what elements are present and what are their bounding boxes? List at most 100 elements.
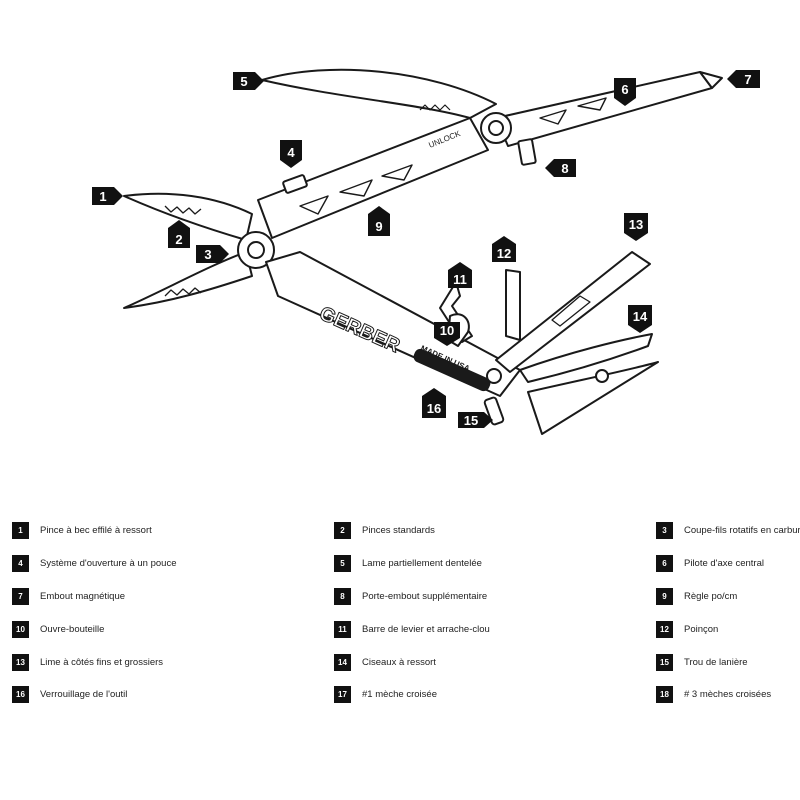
legend-item: 15 Trou de lanière	[656, 653, 748, 671]
legend-number: 17	[334, 685, 351, 703]
legend-item: 13 Lime à côtés fins et grossiers	[12, 653, 164, 671]
legend-number: 1	[12, 521, 29, 539]
callout-5-tag	[233, 72, 264, 90]
callout-10-tag	[434, 322, 460, 346]
magnetic-bit	[699, 71, 723, 89]
legend-label: Ciseaux à ressort	[362, 656, 436, 668]
blade-serration-icon	[419, 104, 451, 111]
awl-tool	[505, 269, 521, 341]
legend-number: 18	[656, 685, 673, 703]
legend-label: Lime à côtés fins et grossiers	[40, 656, 164, 668]
legend-item: 2 Pinces standards	[334, 521, 435, 539]
legend-number: 8	[334, 587, 351, 605]
legend-item: 6 Pilote d'axe central	[656, 554, 764, 572]
legend-label: Barre de levier et arrache-clou	[362, 623, 490, 635]
legend-item: 5 Lame partiellement dentelée	[334, 554, 482, 572]
legend-item: 14 Ciseaux à ressort	[334, 653, 436, 671]
legend-label: Verrouillage de l'outil	[40, 688, 128, 700]
legend-label: Lame partiellement dentelée	[362, 557, 482, 569]
legend-item: 7 Embout magnétique	[12, 587, 125, 605]
legend-item: 3 Coupe-fils rotatifs en carbure	[656, 521, 800, 539]
callout-14-number: 14	[633, 309, 648, 324]
callout-13-number: 13	[629, 217, 643, 232]
legend-label: Poinçon	[684, 623, 719, 635]
callout-16-tag	[422, 388, 446, 418]
callout-15-number: 15	[464, 413, 478, 428]
callout-7-tag	[727, 70, 760, 88]
callouts	[92, 70, 760, 428]
callout-9-tag	[368, 206, 390, 236]
callout-11-number: 11	[453, 272, 467, 287]
callout-14-tag	[628, 305, 652, 333]
legend-number: 4	[12, 554, 29, 572]
legend-item: 18 # 3 mèches croisées	[656, 685, 772, 703]
callout-4-number: 4	[287, 145, 295, 160]
legend-item: 11 Barre de levier et arrache-clou	[334, 620, 490, 638]
file-slot	[551, 295, 591, 327]
legend-item: 17 #1 mèche croisée	[334, 685, 437, 703]
legend-label: Coupe-fils rotatifs en carbure	[684, 524, 800, 536]
legend-number: 15	[656, 653, 673, 671]
legend-label: Règle po/cm	[684, 590, 738, 602]
legend-item: 9 Règle po/cm	[656, 587, 738, 605]
callout-1-number: 1	[99, 189, 106, 204]
legend-label: Pilote d'axe central	[684, 557, 764, 569]
callout-10-number: 10	[440, 323, 454, 338]
thumb-opener	[282, 174, 308, 194]
lanyard-hole	[486, 368, 502, 384]
legend-item: 16 Verrouillage de l'outil	[12, 685, 128, 703]
legend-item: 4 Système d'ouverture à un pouce	[12, 554, 177, 572]
legend-number: 12	[656, 620, 673, 638]
legend-number: 6	[656, 554, 673, 572]
callout-8-number: 8	[561, 161, 568, 176]
legend-label: Système d'ouverture à un pouce	[40, 557, 177, 569]
legend-item: 10 Ouvre-bouteille	[12, 620, 105, 638]
legend-number: 14	[334, 653, 351, 671]
callout-9-number: 9	[375, 219, 382, 234]
callout-2-number: 2	[175, 232, 182, 247]
callout-3-tag	[196, 245, 229, 263]
bit-driver-windows	[539, 97, 607, 125]
callout-5-number: 5	[240, 74, 247, 89]
callout-11-tag	[448, 262, 472, 288]
legend-label: #1 mèche croisée	[362, 688, 437, 700]
legend-item: 12 Poinçon	[656, 620, 719, 638]
serrated-blade	[261, 68, 497, 119]
scissors-lower-blade	[527, 361, 659, 435]
legend-number: 16	[12, 685, 29, 703]
multitool-diagram: UNLOCK GERBER MADE IN USA	[92, 68, 760, 435]
bit-driver-arm	[495, 71, 713, 147]
legend-number: 11	[334, 620, 351, 638]
callout-4-tag	[280, 140, 302, 168]
pliers-lower-jaw	[123, 251, 253, 309]
legend-label: Ouvre-bouteille	[40, 623, 105, 635]
callout-6-number: 6	[621, 82, 628, 97]
legend-number: 9	[656, 587, 673, 605]
upper-handle-windows	[299, 164, 413, 215]
legend-label: Porte-embout supplémentaire	[362, 590, 488, 602]
legend-label: Pinces standards	[362, 524, 435, 536]
lanyard-tab	[483, 396, 505, 426]
callout-16-number: 16	[427, 401, 441, 416]
legend-number: 7	[12, 587, 29, 605]
callout-15-tag	[458, 412, 493, 428]
callout-6-tag	[614, 78, 636, 106]
jaw-teeth-icon	[164, 205, 202, 297]
callout-7-number: 7	[744, 72, 751, 87]
callout-8-tag	[545, 159, 576, 177]
spare-bit-holder	[517, 138, 537, 166]
callout-12-tag	[492, 236, 516, 262]
legend-label: # 3 mèches croisées	[684, 688, 772, 700]
callout-numbers: 1 2 3 4 5 6 7 8 9 10 11 12 13 14 15 16	[99, 72, 751, 428]
legend-number: 3	[656, 521, 673, 539]
legend-label: Pince à bec effilé à ressort	[40, 524, 152, 536]
pliers-upper-jaw	[123, 192, 253, 241]
callout-3-number: 3	[204, 247, 211, 262]
callout-13-tag	[624, 213, 648, 241]
legend-item: 1 Pince à bec effilé à ressort	[12, 521, 152, 539]
lower-handle	[265, 251, 521, 397]
callout-12-number: 12	[497, 246, 511, 261]
file-tool	[495, 251, 651, 373]
tool-lock	[413, 348, 491, 392]
callout-1-tag	[92, 187, 123, 205]
